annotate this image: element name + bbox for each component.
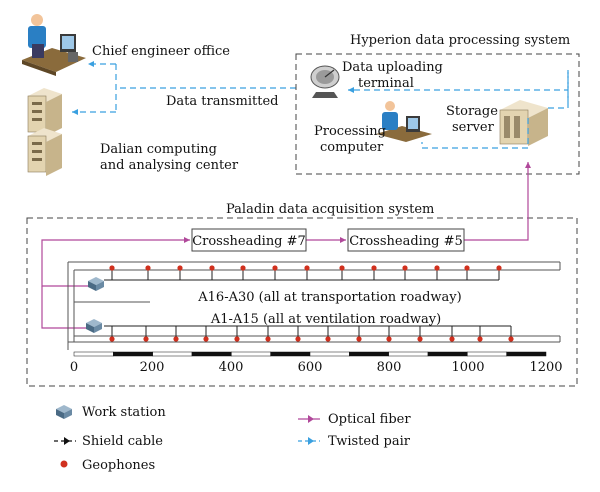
- scale-segment-10: [427, 351, 468, 357]
- dalian-label-line2: and analysing center: [100, 158, 239, 173]
- legend: Work station Shield cable Geophones Opti…: [54, 405, 411, 473]
- vent-geophone-4: [203, 336, 209, 342]
- scale-tick-800: 800: [377, 360, 402, 375]
- transport-geophone-13: [496, 265, 502, 271]
- roadway-layout: [67, 261, 561, 350]
- paladin-system-box: [26, 217, 578, 387]
- legend-geophone-dot: [60, 460, 68, 468]
- scale-segment-8: [349, 351, 389, 357]
- scale-segment-6: [270, 351, 311, 357]
- shield-cable-transport: [104, 265, 502, 281]
- optical-fiber-to-storage: [464, 162, 531, 241]
- legend-optical-fiber-arrow-icon: [308, 415, 314, 423]
- legend-shield-cable-arrow-icon: [64, 437, 70, 445]
- transport-geophone-4: [209, 265, 215, 271]
- vent-roadway-label: A1-A15 (all at ventilation roadway): [210, 312, 441, 327]
- uploading-label-line1: Data uploading: [342, 60, 443, 75]
- paladin-title: Paladin data acquisition system: [226, 202, 434, 217]
- chief-office-label: Chief engineer office: [92, 44, 230, 59]
- uploading-label-line2: terminal: [358, 76, 414, 91]
- storage-label-line2: server: [452, 120, 495, 135]
- transport-geophone-10: [402, 265, 408, 271]
- vent-geophone-13: [477, 336, 483, 342]
- vent-geophone-9: [356, 336, 362, 342]
- scale-segment-2: [113, 351, 153, 357]
- engineer-computer-icon: [22, 14, 86, 76]
- vent-geophone-12: [449, 336, 455, 342]
- legend-twisted-pair-arrow-icon: [308, 437, 314, 445]
- transport-geophone-12: [464, 265, 470, 271]
- crossheading-5-box: [347, 228, 465, 252]
- optical-fiber-station-transport: [41, 237, 190, 287]
- data-transmitted-label: Data transmitted: [166, 94, 278, 109]
- transport-geophone-8: [339, 265, 345, 271]
- work-station-vent-icon: [86, 319, 102, 333]
- vent-geophone-5: [234, 336, 240, 342]
- transport-geophone-5: [240, 265, 246, 271]
- crossheading-7-box: [191, 228, 307, 252]
- twisted-pair-storage-riser: [548, 70, 569, 109]
- legend-shield-cable-label: Shield cable: [82, 434, 163, 449]
- scale-segment-9: [388, 351, 429, 357]
- vent-geophone-2: [143, 336, 149, 342]
- scale-segment-4: [191, 351, 232, 357]
- vent-geophone-1: [109, 336, 115, 342]
- processing-label-line2: computer: [320, 140, 384, 155]
- scale-tick-400: 400: [219, 360, 244, 375]
- twisted-pair-storage-processing: [421, 118, 529, 149]
- shield-cable-vent: [104, 325, 514, 342]
- vent-geophone-7: [295, 336, 301, 342]
- transport-geophone-3: [177, 265, 183, 271]
- dalian-server-icon: [27, 88, 62, 176]
- storage-server-icon: [499, 100, 548, 146]
- vent-geophone-8: [325, 336, 331, 342]
- transport-geophone-7: [304, 265, 310, 271]
- vent-geophone-3: [173, 336, 179, 342]
- vent-geophone-14: [508, 336, 514, 342]
- scale-segment-5: [231, 351, 271, 357]
- transport-geophone-2: [145, 265, 151, 271]
- transport-geophone-9: [371, 265, 377, 271]
- scale-tick-1200: 1200: [529, 360, 562, 375]
- legend-twisted-pair-label: Twisted pair: [328, 434, 411, 449]
- vent-geophone-11: [417, 336, 423, 342]
- scale-segment-7: [309, 351, 350, 357]
- transport-geophone-6: [272, 265, 278, 271]
- scale-segment-1: [73, 351, 114, 357]
- scale-tick-1000: 1000: [451, 360, 484, 375]
- legend-work-station-icon: [56, 405, 72, 419]
- satellite-dish-icon: [310, 65, 340, 98]
- scale-segment-11: [467, 351, 507, 357]
- crossheading-7-label: Crossheading #7: [192, 234, 306, 249]
- crossheading-5-label: Crossheading #5: [349, 234, 463, 249]
- processing-label-line1: Processing: [314, 124, 386, 139]
- work-station-transport-icon: [88, 277, 104, 291]
- transport-geophone-1: [109, 265, 115, 271]
- vent-geophone-6: [265, 336, 271, 342]
- scale-bar: [73, 351, 547, 357]
- hyperion-system-box: [295, 53, 580, 175]
- vent-geophone-10: [386, 336, 392, 342]
- legend-geophones-label: Geophones: [82, 458, 155, 473]
- scale-tick-600: 600: [298, 360, 323, 375]
- hyperion-title: Hyperion data processing system: [350, 33, 570, 48]
- scale-tick-0: 0: [70, 360, 78, 375]
- optical-fiber-station-vent: [41, 286, 96, 329]
- legend-optical-fiber-label: Optical fiber: [328, 412, 411, 427]
- storage-label-line1: Storage: [446, 104, 498, 119]
- dalian-label-line1: Dalian computing: [100, 142, 217, 157]
- scale-tick-200: 200: [140, 360, 165, 375]
- transport-roadway-label: A16-A30 (all at transportation roadway): [197, 290, 461, 305]
- processing-computer-icon: [376, 101, 432, 142]
- transport-geophone-11: [434, 265, 440, 271]
- scale-segment-12: [506, 351, 547, 357]
- legend-work-station-label: Work station: [82, 405, 166, 420]
- scale-segment-3: [152, 351, 193, 357]
